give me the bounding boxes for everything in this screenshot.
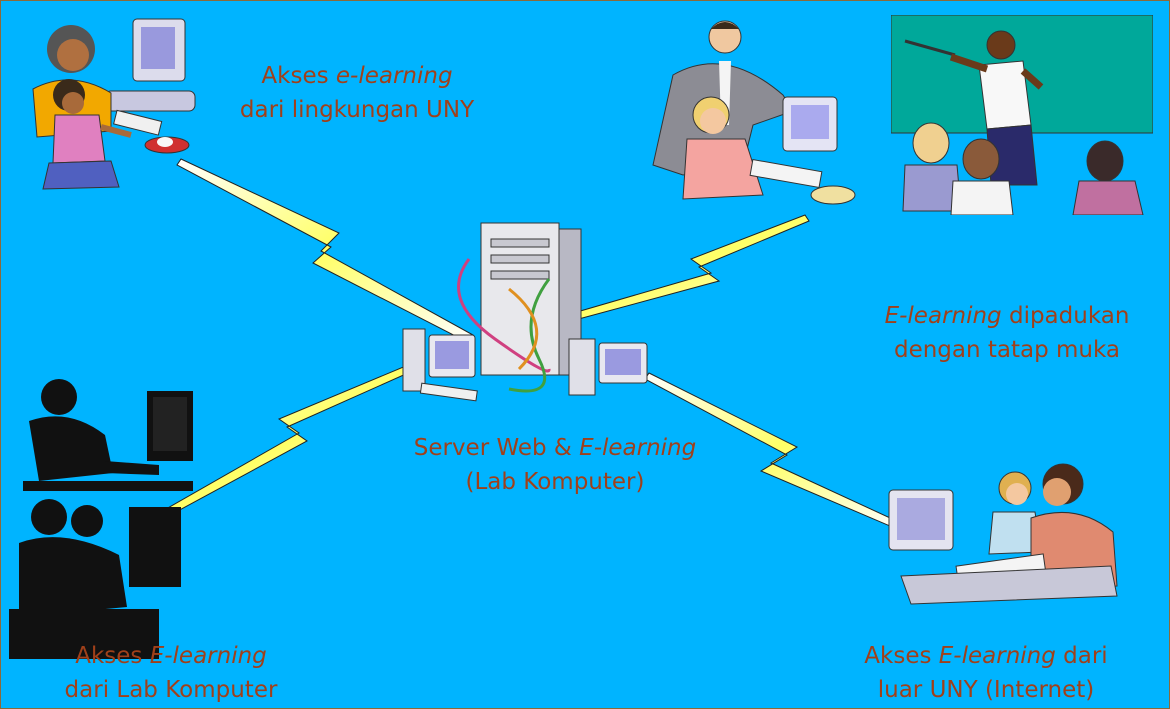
lab-students-illustration [9,379,193,659]
label-internet-access: Akses E-learning dari luar UNY (Internet… [811,639,1161,707]
label-internet-line2: luar UNY (Internet) [877,677,1095,703]
label-lab-access: Akses E-learning dari Lab Komputer [11,639,331,707]
label-internet-line1: Akses E-learning dari [864,643,1108,669]
label-server-line2: (Lab Komputer) [465,469,645,495]
label-server-line1: Server Web & E-learning [413,435,697,461]
label-uny-line1: Akses e-learning [261,63,453,89]
label-uny-access: Akses e-learning dari lingkungan UNY [197,59,517,127]
label-uny-line2: dari lingkungan UNY [239,97,475,123]
classroom-illustration [891,15,1153,215]
internet-kids-illustration [888,463,1118,605]
family-computer-illustration [32,18,196,190]
label-lab-line2: dari Lab Komputer [64,677,278,703]
server-illustration [402,222,648,402]
label-server: Server Web & E-learning (Lab Komputer) [375,431,735,499]
label-blended-line2: dengan tatap muka [893,337,1121,363]
teacher-student-illustration [652,20,856,205]
label-blended: E-learning dipadukan dengan tatap muka [847,299,1167,367]
label-lab-line1: Akses E-learning [75,643,267,669]
label-blended-line1: E-learning dipadukan [884,303,1130,329]
